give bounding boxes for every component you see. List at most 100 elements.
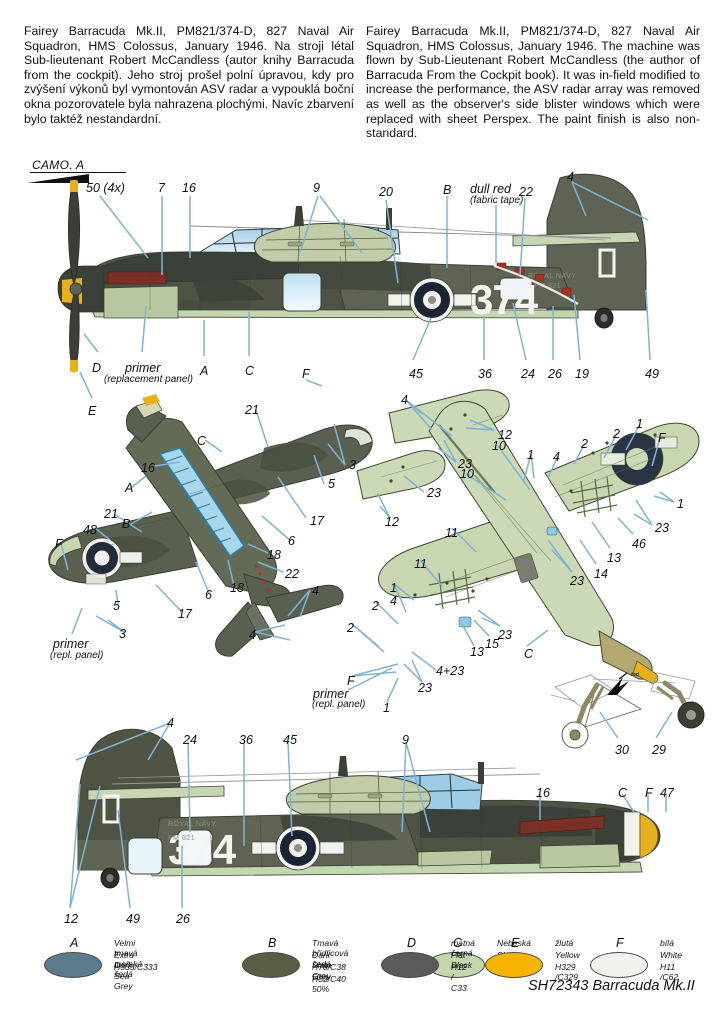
callout-mid_left-20: 3 [119, 627, 126, 641]
callout-bottom-11: 26 [176, 912, 190, 926]
legend-name-cz: matná černá [451, 938, 475, 959]
callout-mid_right-18: 23 [570, 574, 584, 588]
callout-mid_right-17: 14 [594, 567, 608, 581]
callout-bottom-7: F [645, 786, 653, 800]
callout-top-11: primer [125, 361, 161, 375]
legend-name-cz: Velmi tmavá mořská šedá [114, 938, 143, 980]
callout-mid_right-11: 10 [492, 439, 506, 453]
callout-bottom-6: C [618, 786, 628, 800]
callout-bottom-3: 45 [283, 733, 297, 747]
callout-top-10: D [92, 361, 102, 375]
callout-top-5: B [443, 183, 452, 197]
legend-key: B [268, 936, 277, 950]
legend-name-cz: Nebeská [497, 938, 531, 948]
callout-mid_right-14: 23 [655, 521, 669, 535]
legend-code: H78/C38 50% [312, 962, 346, 983]
callout-mid_right-2: 23 [458, 457, 472, 471]
aircraft-profile-top: 374 ROYAL NAVY PM 821 [57, 173, 647, 373]
callout-mid_left-17: 4 [249, 628, 256, 642]
callout-mid_left-19: 5 [113, 599, 120, 613]
callout-mid_right-0: 4 [401, 393, 408, 407]
callout-mid_left-15: 22 [285, 567, 299, 581]
legend-name-cz: Tmavá břidlicová šedá [312, 938, 349, 969]
callout-top-18: 36 [478, 367, 492, 381]
legend-code: H329 /C329 [555, 962, 578, 983]
callout-mid_left-8: 48 [83, 523, 97, 537]
callout-mid_right-34: 1 [383, 701, 390, 715]
svg-text:PM 821: PM 821 [168, 835, 195, 842]
description-czech: Fairey Barracuda Mk.II, PM821/374-D, 827… [24, 24, 354, 126]
callout-mid_left-5: A [125, 481, 134, 495]
callout-mid_right-31: F [347, 674, 355, 688]
callout-top-3: 9 [313, 181, 320, 195]
callout-mid_right-13: 1 [677, 497, 684, 511]
callout-mid_right-29: 4+23 [436, 664, 465, 678]
callout-mid_right-15: 46 [632, 537, 646, 551]
legend-code: H12 / C33 [451, 962, 467, 993]
callout-mid_left-21: primer [53, 637, 89, 651]
callout-top-15: F [302, 367, 310, 381]
callout-top-4: 20 [379, 185, 393, 199]
callout-mid_left-4: 16 [141, 461, 155, 475]
callout-gear_detail-0: 30 [615, 743, 629, 757]
description-english: Fairey Barracuda Mk.II, PM821/374-D, 827… [366, 24, 700, 141]
callout-mid_right-5: 1 [636, 417, 643, 431]
callout-mid_right-25: 23 [498, 628, 512, 642]
aircraft-planview-upper [48, 394, 373, 657]
aircraft-profile-bottom: 374 ROYAL NAVY PM 821 [77, 728, 661, 889]
callout-mid_left-0: 21 [245, 403, 259, 417]
callout-top-16: E [88, 404, 97, 418]
callout-bottom-5: 16 [536, 786, 550, 800]
callout-mid_left-9: F [55, 537, 63, 551]
legend-swatch [381, 952, 439, 978]
callout-mid_right-9: 4 [553, 450, 560, 464]
landing-gear-detail-inset: fwd [550, 672, 705, 749]
callout-bottom-0: 4 [167, 716, 174, 730]
callout-bottom-9: 12 [64, 912, 78, 926]
callout-mid_right-26: 15 [485, 637, 499, 651]
callout-bottom-4: 9 [402, 733, 409, 747]
callout-mid_left-14: 6 [205, 588, 212, 602]
callout-mid_right-19: 11 [445, 526, 458, 540]
callout-top-22: 49 [645, 367, 659, 381]
callout-mid_left-13: 18 [230, 581, 244, 595]
callout-bottom-10: 49 [126, 912, 140, 926]
callout-mid_right-16: 13 [607, 551, 621, 565]
callout-mid_right-4: 12 [385, 515, 399, 529]
callout-mid_right-32: primer [313, 687, 349, 701]
legend-swatch [590, 952, 648, 978]
legend-name-cz: bílá [660, 938, 674, 948]
callout-mid_left-12: 18 [267, 548, 281, 562]
callout-mid_right-28: C [524, 647, 534, 661]
legend-key: A [70, 936, 79, 950]
legend-name-en: Yellow [555, 950, 580, 960]
svg-text:fwd: fwd [631, 672, 639, 678]
svg-text:374: 374 [168, 826, 237, 873]
svg-text:ROYAL NAVY: ROYAL NAVY [528, 273, 576, 280]
callout-top-21: 19 [575, 367, 589, 381]
side-code-top: 374 [470, 276, 539, 323]
legend-key: C [453, 936, 463, 950]
callout-mid_right-10: 1 [527, 448, 534, 462]
callout-mid_left-16: 4 [312, 584, 319, 598]
legend-name-en: Extra Dark Sea Grey [114, 950, 135, 992]
legend-name-en: Flat Black [451, 950, 473, 971]
callout-mid_right-24: 2 [347, 621, 354, 635]
callout-mid_left-6: B [122, 517, 131, 531]
legend-key: D [407, 936, 417, 950]
callout-top-14: C [245, 364, 255, 378]
callout-mid_left-1: C [197, 434, 207, 448]
callout-mid_left-22: (repl. panel) [50, 650, 104, 661]
callout-top-0: 50 (4x) [86, 181, 125, 195]
callout-mid_right-12: 10 [460, 467, 474, 481]
callout-top-17: 45 [409, 367, 423, 381]
color-legend: A Velmi tmavá mořská šedá Extra Dark Sea… [24, 936, 704, 998]
legend-name-en: Dark Slate Grey [312, 950, 332, 981]
callout-mid_right-7: F [658, 431, 666, 445]
callout-mid_left-7: 21 [104, 507, 118, 521]
kit-code-label: SH72343 Barracuda Mk.II [528, 978, 695, 994]
legend-key: E [511, 936, 520, 950]
legend-key: F [616, 936, 624, 950]
callout-mid_right-27: 13 [470, 645, 484, 659]
